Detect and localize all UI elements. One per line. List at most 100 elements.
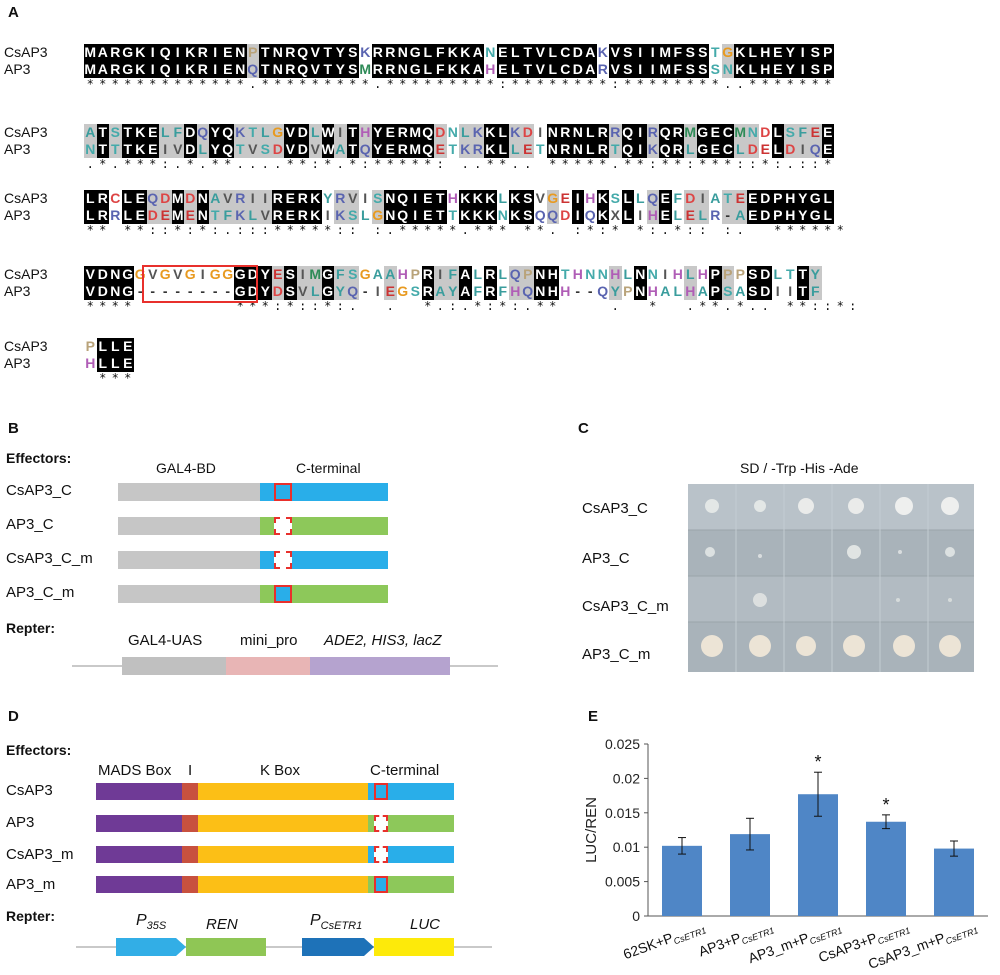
d-i-label: I <box>188 762 193 779</box>
alignment-row-label: CsAP3 <box>4 190 48 206</box>
alignment-consensus: *** <box>99 371 132 385</box>
d-luc-bar <box>374 938 454 956</box>
d-p35s-label: P35S <box>136 912 166 932</box>
d-mads-box-bar <box>96 876 182 893</box>
c-title: SD / -Trp -His -Ade <box>740 460 859 476</box>
panel-letter-d: D <box>8 708 19 725</box>
d-effectors-label: Effectors: <box>6 742 72 758</box>
d-mads-box-bar <box>96 783 182 800</box>
d-c-terminal-label: C-terminal <box>370 762 440 779</box>
panel-letter-b: B <box>8 420 19 437</box>
alignment-row-label: AP3 <box>4 207 31 223</box>
b-c-terminal-bar <box>260 551 388 569</box>
d-i-region-bar <box>182 783 198 800</box>
b-construct-ap3-c: AP3_C <box>6 516 54 533</box>
d-deletion-box <box>374 815 388 832</box>
d-insertion-box <box>374 783 388 800</box>
b-gal4-bd-bar <box>118 585 260 603</box>
d-repter-label: Repter: <box>6 908 56 924</box>
d-ren-label: REN <box>206 916 238 933</box>
b-mini-pro-label: mini_pro <box>240 632 298 649</box>
b-deletion-box <box>274 551 292 569</box>
d-deletion-box <box>374 846 388 863</box>
b-construct-csap3-c-m: CsAP3_C_m <box>6 550 93 567</box>
panel-letter-e: E <box>588 708 599 725</box>
d-k-box-bar <box>198 815 368 832</box>
significance-marker: * <box>814 752 821 772</box>
b-gal4-uas-bar <box>122 657 226 675</box>
d-p35s-sub: 35S <box>146 920 167 933</box>
d-construct-csap3: CsAP3 <box>6 782 53 799</box>
yeast-plate-drawing <box>688 484 974 672</box>
d-pcsetr1-main: P <box>310 912 321 929</box>
yeast-plate-image <box>688 484 974 672</box>
d-luc-label: LUC <box>410 916 441 933</box>
luc-ren-bar-chart: 00.0050.010.0150.020.025LUC/REN62SK+PCsE… <box>583 736 988 972</box>
c-row-ap3-c: AP3_C <box>582 550 630 567</box>
c-row-ap3-c-m: AP3_C_m <box>582 646 651 663</box>
alignment-row-label: AP3 <box>4 283 31 299</box>
y-axis-label: LUC/REN <box>583 797 600 863</box>
d-p35s-arrow <box>116 938 186 956</box>
c-row-csap3-c-m: CsAP3_C_m <box>582 598 669 615</box>
y-tick-label: 0.01 <box>613 839 640 855</box>
x-tick-label: 62SK+PCsETR1 <box>621 918 708 964</box>
b-c-terminal-label: C-terminal <box>296 460 361 476</box>
b-reporter-genes-bar <box>310 657 450 675</box>
bar-3 <box>866 821 906 916</box>
d-k-box-bar <box>198 846 368 863</box>
b-gal4-bd-label: GAL4-BD <box>156 460 216 476</box>
panel-letter-c: C <box>578 420 589 437</box>
alignment-row-label: CsAP3 <box>4 124 48 140</box>
b-construct-ap3-c-m: AP3_C_m <box>6 584 75 601</box>
d-mads-box-bar <box>96 846 182 863</box>
d-p35s-main: P <box>136 912 147 929</box>
y-tick-label: 0 <box>632 908 640 924</box>
x-tick-label-sub: CsETR1 <box>944 925 979 946</box>
y-tick-label: 0.005 <box>605 874 640 890</box>
d-i-region-bar <box>182 876 198 893</box>
y-tick-label: 0.025 <box>605 736 640 752</box>
b-insertion-box <box>274 585 292 603</box>
b-repter-label: Repter: <box>6 620 56 636</box>
d-construct-ap3-m: AP3_m <box>6 876 56 893</box>
d-insertion-box <box>374 876 388 893</box>
alignment-consensus: .*.***:.*.**....**:*.*:*****: ..**.. ***… <box>86 157 832 171</box>
b-gal4-uas-label: GAL4-UAS <box>128 632 203 649</box>
b-reporter-genes-label: ADE2, HIS3, lacZ <box>324 632 442 649</box>
alignment-row-label: CsAP3 <box>4 44 48 60</box>
b-c-terminal-bar <box>260 585 388 603</box>
b-mini-pro-bar <box>226 657 310 675</box>
d-reporter-drawing <box>76 938 492 956</box>
d-i-region-bar <box>182 815 198 832</box>
b-gal4-bd-bar <box>118 517 260 535</box>
bar-4 <box>934 848 974 916</box>
bar-0 <box>662 845 702 916</box>
alignment-row-label: AP3 <box>4 61 31 77</box>
alignment-row-label: AP3 <box>4 141 31 157</box>
d-pcsetr1-sub: CsETR1 <box>320 920 363 933</box>
c-row-csap3-c: CsAP3_C <box>582 500 648 517</box>
d-k-box-bar <box>198 783 368 800</box>
b-gal4-bd-bar <box>118 483 260 501</box>
panel-letter-a: A <box>8 4 19 21</box>
d-c-terminal-bar <box>368 846 454 863</box>
d-i-region-bar <box>182 846 198 863</box>
d-c-terminal-bar <box>368 815 454 832</box>
d-pcsetr1-label: PCsETR1 <box>310 912 362 932</box>
y-tick-label: 0.02 <box>613 770 640 786</box>
d-mads-box-label: MADS Box <box>98 762 172 779</box>
d-k-box-label: K Box <box>260 762 301 779</box>
d-ren-bar <box>186 938 266 956</box>
b-construct-csap3-c: CsAP3_C <box>6 482 72 499</box>
d-construct-csap3-m: CsAP3_m <box>6 846 74 863</box>
